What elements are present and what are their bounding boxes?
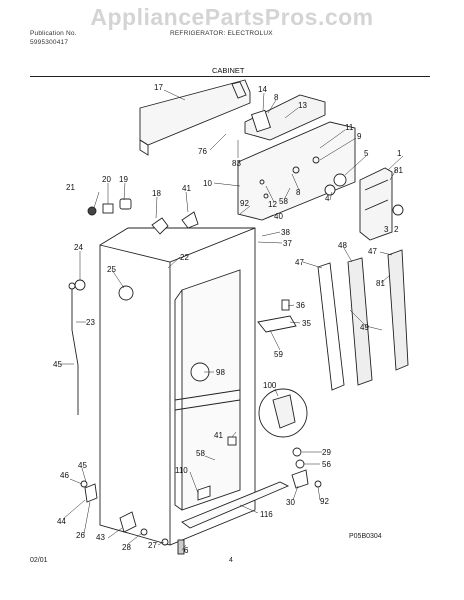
callout-48: 48	[338, 241, 347, 250]
callout-81: 81	[394, 166, 403, 175]
callout-3: 3	[384, 225, 389, 234]
callout-4: 4	[325, 194, 330, 203]
callout-37: 37	[283, 239, 292, 248]
callout-11: 11	[345, 123, 354, 132]
callout-58b: 58	[196, 449, 205, 458]
callout-98: 98	[216, 368, 225, 377]
callout-83: 83	[232, 159, 241, 168]
callout-6: 6	[184, 546, 189, 555]
callout-41b: 41	[214, 431, 223, 440]
callout-45: 45	[53, 360, 62, 369]
callout-20: 20	[102, 175, 111, 184]
callout-19: 19	[119, 175, 128, 184]
callout-35: 35	[302, 319, 311, 328]
callout-100: 100	[263, 381, 277, 390]
callout-25: 25	[107, 265, 116, 274]
callout-5: 5	[364, 149, 369, 158]
revision-date: 02/01	[30, 557, 48, 564]
product-title: REFRIGERATOR: ELECTROLUX	[170, 30, 273, 37]
callout-27: 27	[148, 541, 157, 550]
publication-label: Publication No.	[30, 30, 77, 37]
callout-26: 26	[76, 531, 85, 540]
callout-46: 46	[60, 471, 69, 480]
callout-92: 92	[240, 199, 249, 208]
callout-9: 9	[357, 132, 362, 141]
callout-29: 29	[322, 448, 331, 457]
callout-43: 43	[96, 533, 105, 542]
callout-36: 36	[296, 301, 305, 310]
callout-28: 28	[122, 543, 131, 552]
figure-code: P05B0304	[349, 533, 382, 540]
callout-24: 24	[74, 243, 83, 252]
callout-8b: 8	[296, 188, 301, 197]
header-rule	[30, 76, 430, 77]
callout-45b: 45	[78, 461, 87, 470]
callout-76: 76	[198, 147, 207, 156]
callout-18: 18	[152, 189, 161, 198]
section-title: CABINET	[212, 66, 245, 75]
callout-21: 21	[66, 183, 75, 192]
callout-23: 23	[86, 318, 95, 327]
callout-59: 59	[274, 350, 283, 359]
callout-13: 13	[298, 101, 307, 110]
callout-110: 110	[175, 466, 188, 475]
callout-92b: 92	[320, 497, 329, 506]
callout-30: 30	[286, 498, 295, 507]
callout-44: 44	[57, 517, 66, 526]
callout-47b: 47	[368, 247, 377, 256]
callout-12: 12	[268, 200, 277, 209]
callout-17: 17	[154, 83, 163, 92]
callout-10: 10	[203, 179, 212, 188]
callout-22: 22	[180, 253, 189, 262]
callout-1: 1	[397, 149, 402, 158]
callout-40: 40	[274, 212, 283, 221]
callout-47: 47	[295, 258, 304, 267]
callout-8: 8	[274, 93, 279, 102]
callout-116: 116	[260, 510, 273, 519]
callout-14: 14	[258, 85, 267, 94]
publication-number: 5995300417	[30, 39, 69, 46]
callout-38: 38	[281, 228, 290, 237]
callout-56: 56	[322, 460, 331, 469]
callout-81b: 81	[376, 279, 385, 288]
callout-2: 2	[394, 225, 399, 234]
callout-58: 58	[279, 197, 288, 206]
page-number: 4	[229, 557, 233, 564]
callout-49: 49	[360, 323, 369, 332]
callout-41: 41	[182, 184, 191, 193]
